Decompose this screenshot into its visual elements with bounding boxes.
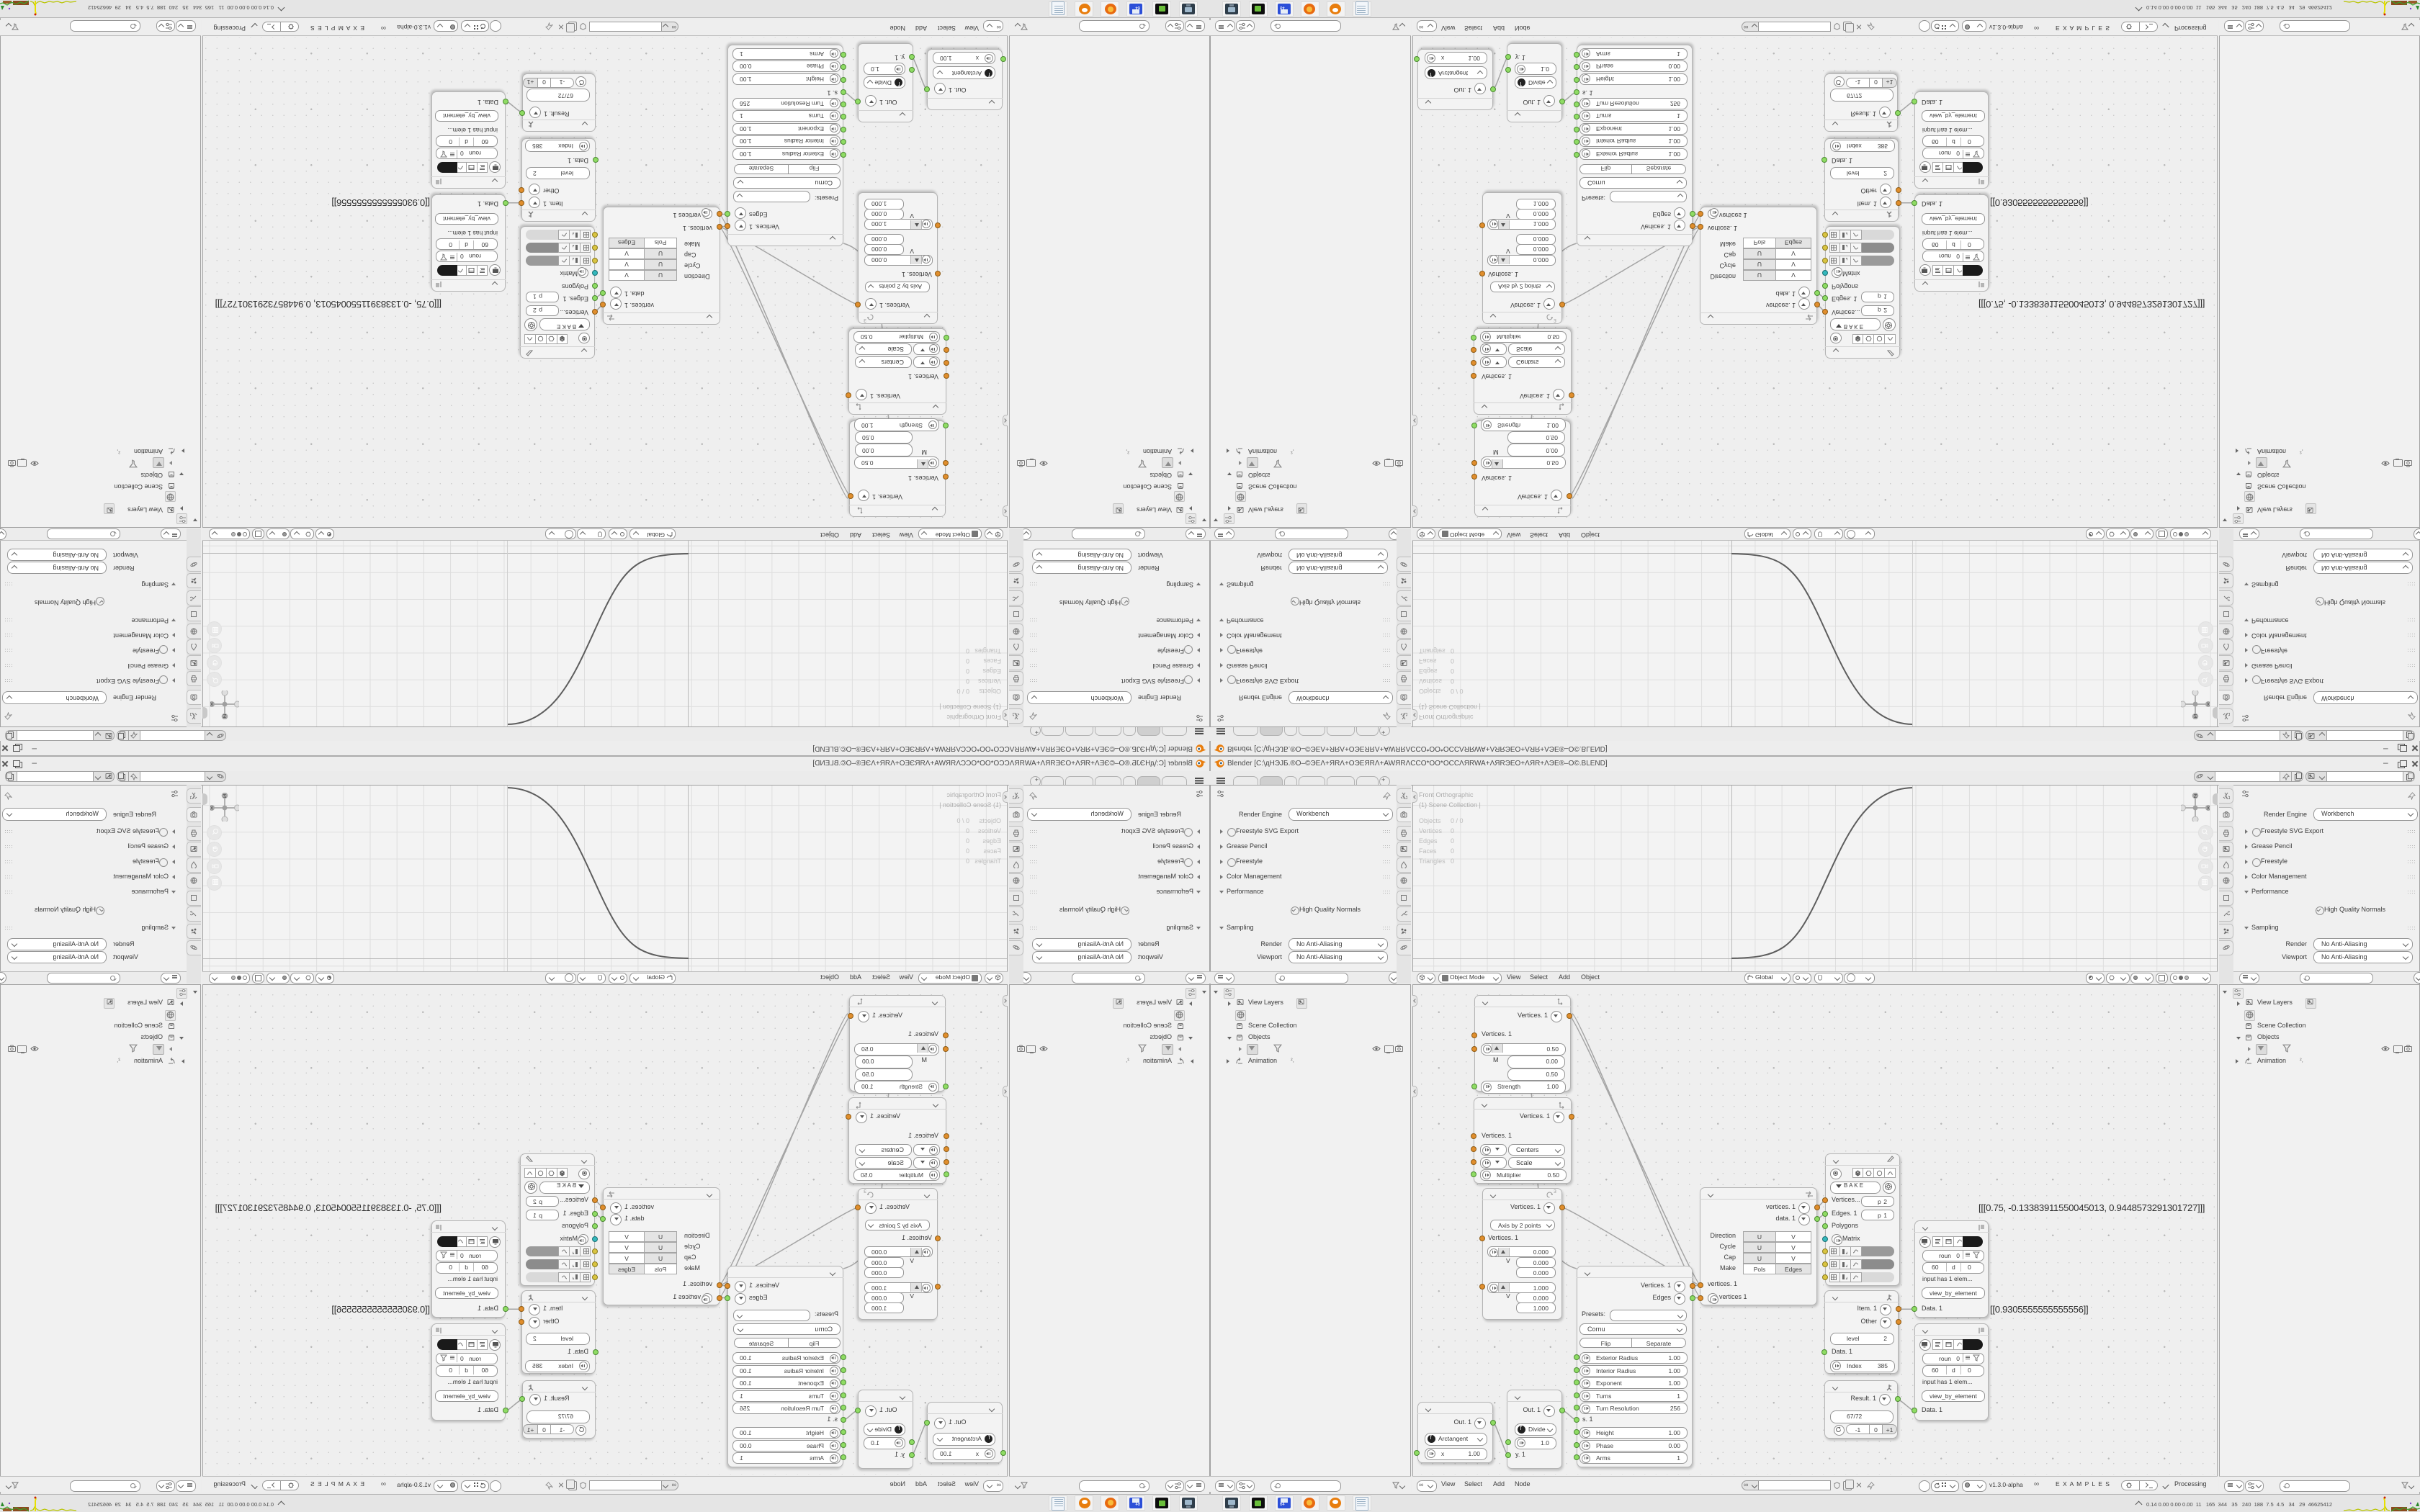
svg-text:X: X [2207, 806, 2210, 811]
svg-text:X: X [210, 701, 213, 706]
svg-text:Z: Z [2194, 713, 2197, 718]
svg-text:Z: Z [223, 713, 226, 718]
svg-text:X: X [2207, 701, 2210, 706]
svg-text:X: X [210, 806, 213, 811]
svg-text:Z: Z [2194, 794, 2197, 799]
svg-text:Z: Z [223, 794, 226, 799]
